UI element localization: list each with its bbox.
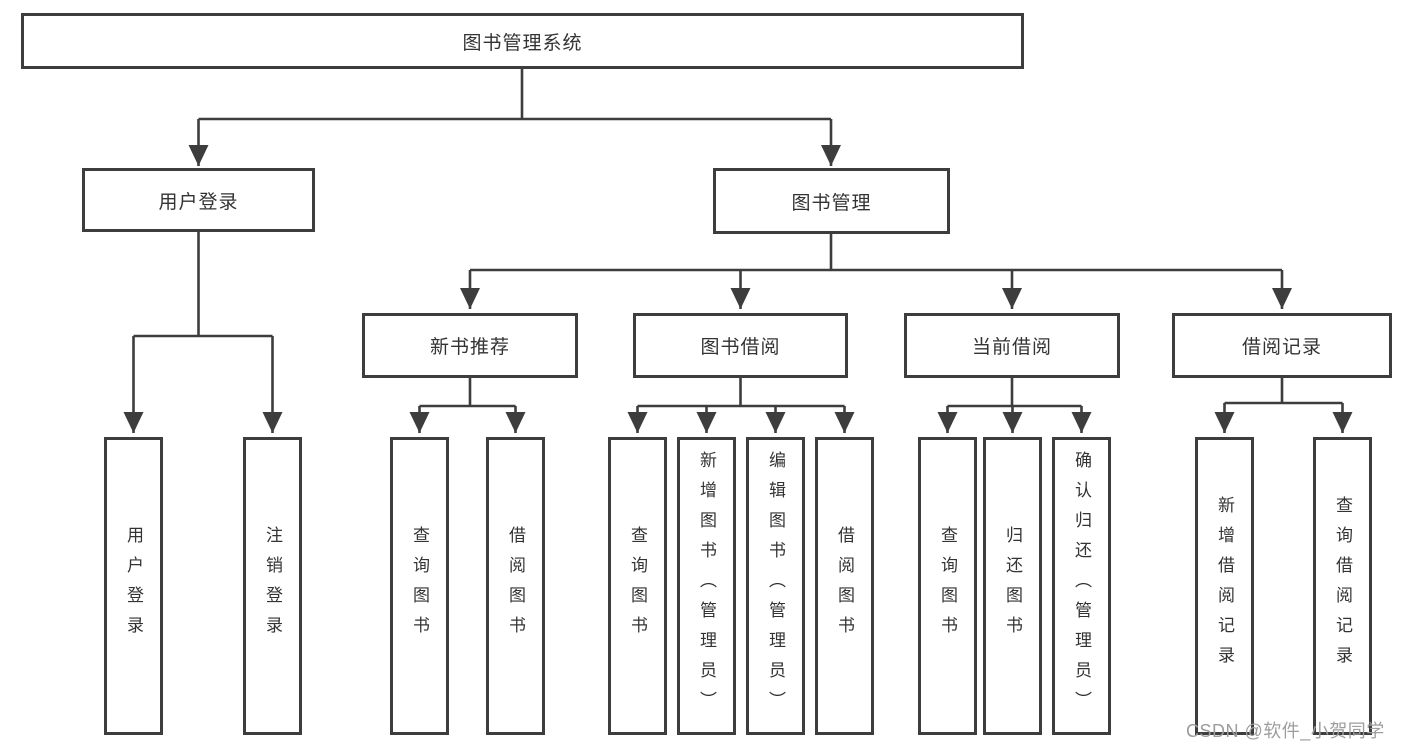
leaf-bb-add-books-admin: 新增图书（管理员） <box>677 437 736 735</box>
node-library-system-label: 图书管理系统 <box>462 32 583 54</box>
leaf-br-add-record: 新增借阅记录 <box>1195 437 1254 735</box>
leaf-bb-edit-books-admin-label: 编辑图书（管理员） <box>766 451 785 721</box>
leaf-cb-confirm-return-admin-label: 确认归还（管理员） <box>1072 451 1091 721</box>
leaf-bb-borrow-books: 借阅图书 <box>815 437 874 735</box>
leaf-br-add-record-label: 新增借阅记录 <box>1215 496 1234 676</box>
leaf-nbr-borrow-books: 借阅图书 <box>486 437 545 735</box>
node-borrowing-records-label: 借阅记录 <box>1241 337 1322 358</box>
node-current-borrowing: 当前借阅 <box>904 313 1120 378</box>
leaf-bb-query-books: 查询图书 <box>608 437 667 735</box>
leaf-bb-borrow-books-label: 借阅图书 <box>835 526 854 646</box>
csdn-watermark: CSDN @软件_小贺同学 <box>1186 721 1385 741</box>
node-library-system: 图书管理系统 <box>21 13 1024 69</box>
leaf-logout-label: 注销登录 <box>263 526 282 646</box>
node-new-book-recommend: 新书推荐 <box>362 313 578 378</box>
node-book-borrowing: 图书借阅 <box>633 313 848 378</box>
leaf-logout: 注销登录 <box>243 437 302 735</box>
leaf-user-login-label: 用户登录 <box>124 526 143 646</box>
node-user-login: 用户登录 <box>82 168 315 232</box>
node-borrowing-records: 借阅记录 <box>1172 313 1392 378</box>
leaf-br-query-record: 查询借阅记录 <box>1313 437 1372 735</box>
leaf-cb-return-books-label: 归还图书 <box>1003 526 1022 646</box>
leaf-bb-edit-books-admin: 编辑图书（管理员） <box>746 437 805 735</box>
node-user-login-label: 用户登录 <box>158 191 239 213</box>
leaf-user-login: 用户登录 <box>104 437 163 735</box>
leaf-br-query-record-label: 查询借阅记录 <box>1333 496 1352 676</box>
leaf-bb-add-books-admin-label: 新增图书（管理员） <box>697 451 716 721</box>
leaf-cb-confirm-return-admin: 确认归还（管理员） <box>1052 437 1111 735</box>
leaf-cb-return-books: 归还图书 <box>983 437 1042 735</box>
node-new-book-recommend-label: 新书推荐 <box>429 337 510 358</box>
node-book-management: 图书管理 <box>713 168 950 234</box>
leaf-cb-query-books-label: 查询图书 <box>938 526 957 646</box>
node-book-management-label: 图书管理 <box>791 192 872 214</box>
node-book-borrowing-label: 图书借阅 <box>700 337 781 358</box>
leaf-cb-query-books: 查询图书 <box>918 437 977 735</box>
leaf-nbr-query-books: 查询图书 <box>390 437 449 735</box>
leaf-nbr-query-books-label: 查询图书 <box>410 526 429 646</box>
leaf-bb-query-books-label: 查询图书 <box>628 526 647 646</box>
leaf-nbr-borrow-books-label: 借阅图书 <box>506 526 525 646</box>
node-current-borrowing-label: 当前借阅 <box>971 337 1052 358</box>
